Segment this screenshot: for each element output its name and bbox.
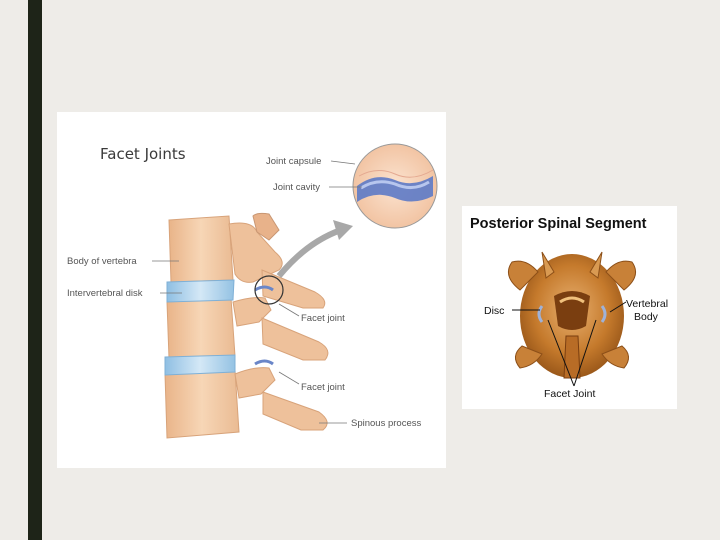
label-vertebral-line1: Vertebral: [626, 298, 668, 310]
slide-accent-bar: [28, 0, 42, 540]
posterior-spinal-segment-figure: Posterior Spinal Segment Disc Vertebral …: [462, 206, 677, 409]
label-joint-cavity: Joint cavity: [273, 182, 320, 193]
posterior-segment-illustration: Posterior Spinal Segment Disc Vertebral …: [462, 206, 677, 409]
vertebral-column: [165, 213, 328, 438]
joint-zoom-inset: [353, 144, 437, 228]
zoom-arrowhead: [333, 220, 353, 240]
label-joint-capsule: Joint capsule: [266, 156, 321, 167]
facet-joints-illustration: Facet Joints: [57, 112, 446, 468]
label-facet-joint: Facet Joint: [544, 388, 595, 400]
intervertebral-disk-upper: [167, 280, 234, 302]
zoom-arrow: [279, 230, 341, 276]
label-disc: Disc: [484, 305, 504, 317]
label-vertebral-line2: Body: [634, 311, 659, 323]
facet-joints-figure: Facet Joints: [57, 112, 446, 468]
label-facet-joint-lower: Facet joint: [301, 382, 345, 393]
facet-joints-title: Facet Joints: [100, 145, 186, 163]
posterior-spinal-segment-title: Posterior Spinal Segment: [470, 216, 647, 232]
label-spinous-process: Spinous process: [351, 418, 421, 429]
label-facet-joint-upper: Facet joint: [301, 313, 345, 324]
label-intervertebral-disk: Intervertebral disk: [67, 288, 143, 299]
intervertebral-disk-lower: [165, 355, 235, 375]
label-body-of-vertebra: Body of vertebra: [67, 256, 137, 267]
posterior-vertebra-art: [508, 252, 635, 378]
